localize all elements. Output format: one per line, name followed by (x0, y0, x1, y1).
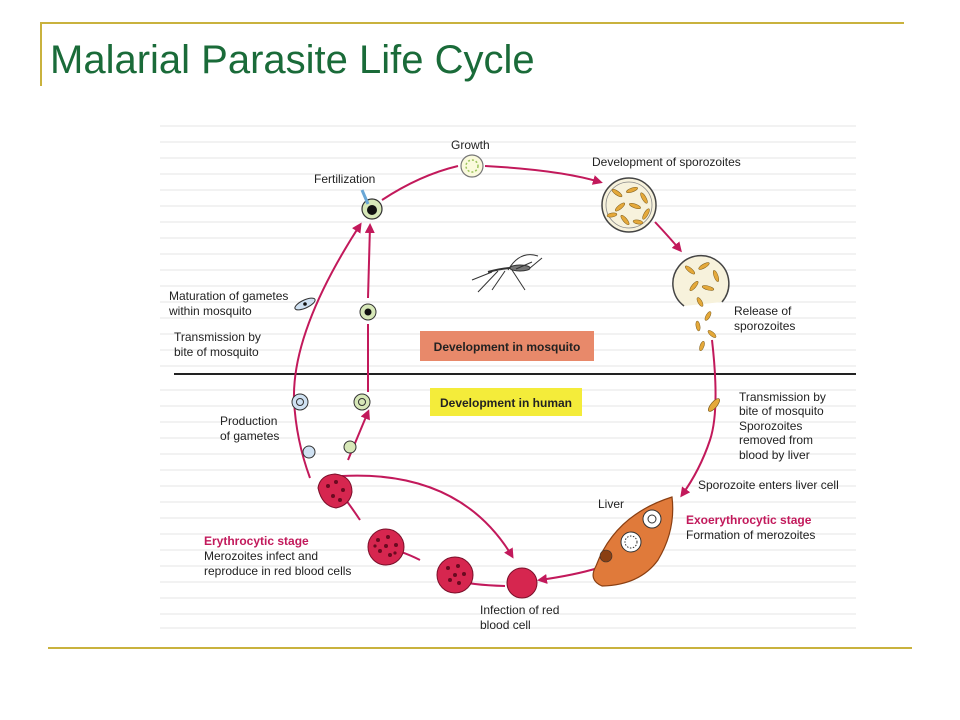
blue-cell-icon (302, 445, 316, 459)
label-transmission-right-2: bite of mosquito (739, 404, 824, 418)
merozoite-rbc-medium-icon (436, 556, 474, 594)
dev-human-box (430, 388, 582, 416)
title-rule-left (40, 22, 42, 86)
label-production-1: Production (220, 414, 277, 428)
label-exo-sub: Formation of merozoites (686, 528, 815, 542)
label-transmission-left-1: Transmission by (174, 330, 261, 344)
label-liver: Liver (598, 497, 624, 511)
label-ery-title: Erythrocytic stage (204, 534, 309, 548)
sporozoite-icon (708, 398, 720, 412)
footer-rule (48, 647, 912, 649)
liver-cell-icon (592, 496, 674, 587)
green-cell-icon (343, 440, 357, 454)
label-removed-2: removed from (739, 433, 813, 447)
label-maturation-1: Maturation of gametes (169, 289, 288, 303)
male-gamete-icon (294, 297, 316, 311)
label-release-1: Release of (734, 304, 792, 318)
label-growth: Growth (451, 138, 490, 152)
dev-mosquito-box (420, 331, 594, 361)
mosquito-icon (471, 254, 543, 293)
label-infection-1: Infection of red (480, 603, 559, 617)
title-rule-top (40, 22, 904, 24)
label-maturation-2: within mosquito (168, 304, 252, 318)
female-gamete-icon (359, 303, 377, 321)
label-ery-sub-1: Merozoites infect and (204, 549, 318, 563)
label-fertilization: Fertilization (314, 172, 375, 186)
growth-oocyst-icon (460, 154, 484, 178)
label-dev-mosquito: Development in mosquito (434, 340, 581, 354)
label-removed-1: Sporozoites (739, 419, 802, 433)
label-transmission-left-2: bite of mosquito (174, 345, 259, 359)
slide-title: Malarial Parasite Life Cycle (50, 38, 535, 82)
label-enters-liver: Sporozoite enters liver cell (698, 478, 839, 492)
label-production-2: of gametes (220, 429, 279, 443)
gametocyte-blue-icon (291, 393, 309, 411)
merozoite-rbc-large-icon (367, 528, 405, 566)
sporozoite-oocyst-icon (601, 177, 657, 233)
label-dev-sporozoites: Development of sporozoites (592, 155, 741, 169)
label-removed-3: blood by liver (739, 448, 810, 462)
fertilization-zygote-icon (360, 189, 383, 220)
label-release-2: sporozoites (734, 319, 795, 333)
label-exo-title: Exoerythrocytic stage (686, 513, 812, 527)
rupturing-rbc-icon (317, 473, 353, 509)
gametocyte-green-icon (353, 393, 371, 411)
label-dev-human: Development in human (440, 396, 572, 410)
ruptured-oocyst-icon (672, 254, 730, 351)
label-transmission-right-1: Transmission by (739, 390, 826, 404)
infected-rbc-icon (506, 567, 538, 599)
label-ery-sub-2: reproduce in red blood cells (204, 564, 351, 578)
label-infection-2: blood cell (480, 618, 531, 632)
